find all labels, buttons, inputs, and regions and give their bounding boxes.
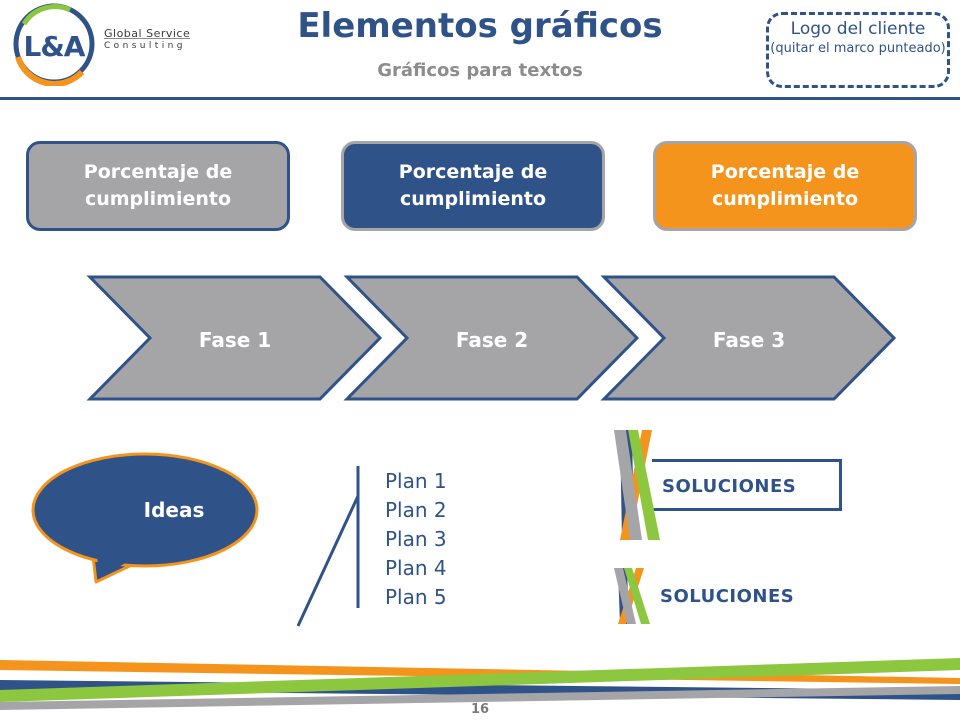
phase-label-1: Fase 1 <box>198 328 272 352</box>
plan-item: Plan 1 <box>385 469 447 493</box>
ideas-speech-bubble: Ideas <box>30 450 270 590</box>
logo-mark-text: L&A <box>23 30 86 63</box>
plan-item: Plan 3 <box>385 527 447 551</box>
chevron-phase-1 <box>86 275 383 401</box>
client-logo-title: Logo del cliente <box>790 19 926 39</box>
company-logo: L&A Global Service Consulting <box>0 0 198 88</box>
speech-bubble-icon <box>31 452 259 584</box>
footer-stripes <box>0 658 960 710</box>
soluciones-frame <box>652 459 842 511</box>
logo-brand-line2: Consulting <box>104 41 186 51</box>
logo-mark: L&A <box>10 2 98 87</box>
logo-brand-line1: Global Service <box>104 27 191 40</box>
percentage-box-orange: Porcentaje de cumplimiento <box>653 141 917 231</box>
plan-item: Plan 4 <box>385 556 447 580</box>
chevron-shapes <box>86 275 897 401</box>
ideas-label: Ideas <box>143 498 205 522</box>
phase-label-3: Fase 3 <box>712 328 786 352</box>
plan-item: Plan 5 <box>385 585 447 609</box>
chevron-phase-2 <box>343 275 640 401</box>
soluciones-block-large: SOLUCIONES <box>612 430 862 542</box>
phase-label-2: Fase 2 <box>455 328 529 352</box>
soluciones-label: SOLUCIONES <box>662 476 797 497</box>
phase-chevrons: Fase 1 Fase 2 Fase 3 <box>0 270 960 410</box>
plan-item: Plan 2 <box>385 498 447 522</box>
client-logo-placeholder: Logo del cliente (quitar el marco puntea… <box>766 12 950 88</box>
soluciones-block-small: SOLUCIONES <box>612 566 832 626</box>
client-logo-note: (quitar el marco punteado) <box>770 41 946 56</box>
percentage-box-label: Porcentaje de cumplimiento <box>83 161 233 210</box>
plan-bracket-lines <box>296 466 360 627</box>
header-divider <box>0 97 960 100</box>
logo-ring-icon <box>13 3 95 87</box>
page-title: Elementos gráficos <box>297 6 663 46</box>
stripes-icon <box>614 568 650 624</box>
percentage-box-gray: Porcentaje de cumplimiento <box>26 141 290 231</box>
stripes-icon <box>614 430 660 540</box>
percentage-box-label: Porcentaje de cumplimiento <box>710 161 860 210</box>
page-subtitle: Gráficos para textos <box>377 60 583 81</box>
plan-list: Plan 1 Plan 2 Plan 3 Plan 4 Plan 5 <box>385 467 447 612</box>
percentage-box-blue: Porcentaje de cumplimiento <box>341 141 605 231</box>
logo-divider <box>104 38 190 39</box>
page-number: 16 <box>470 702 490 717</box>
chevron-phase-3 <box>600 275 897 401</box>
percentage-box-label: Porcentaje de cumplimiento <box>398 161 548 210</box>
soluciones-label: SOLUCIONES <box>660 586 795 607</box>
